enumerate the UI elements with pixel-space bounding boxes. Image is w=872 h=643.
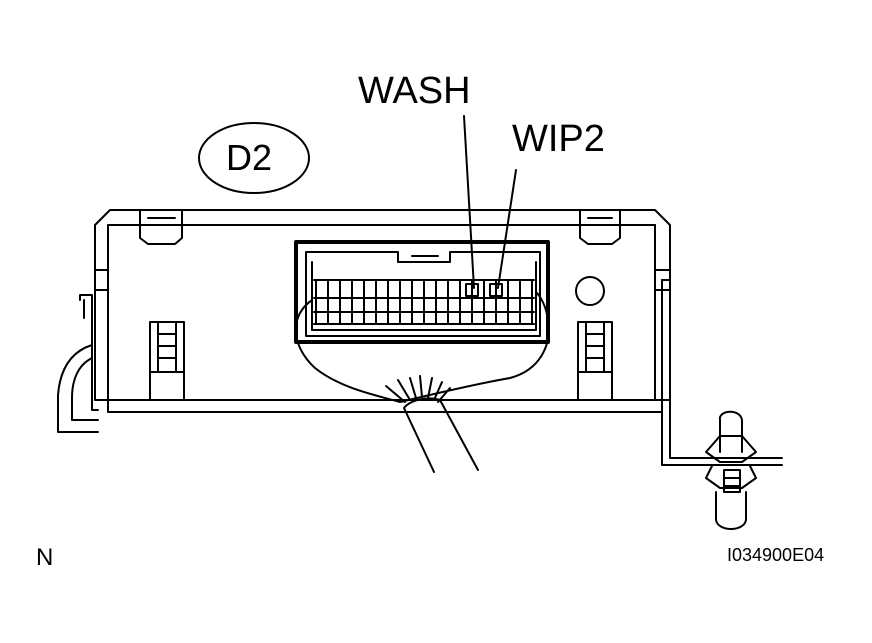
push-clip: [705, 410, 757, 530]
connector-id-label: D2: [226, 137, 273, 178]
left-bracket: [79, 294, 99, 411]
right-latch: [577, 321, 613, 401]
left-wire: [57, 344, 99, 433]
connector-shell: [294, 240, 550, 344]
wash-label: WASH: [358, 70, 471, 112]
wash-leader-line: [463, 115, 475, 289]
wash-pin: [465, 283, 479, 297]
wip2-pin: [489, 283, 503, 297]
figure-code: I034900E04: [727, 545, 825, 565]
wip2-leader-line: [497, 169, 517, 289]
wire-bundle: [385, 375, 479, 473]
corner-letter: N: [36, 544, 54, 571]
mounting-hole: [575, 276, 605, 306]
wip2-label: WIP2: [512, 118, 605, 160]
harness-loom: [294, 291, 550, 403]
connector-terminals: [315, 279, 533, 325]
left-latch: [149, 321, 185, 401]
connector-id-ellipse: [198, 122, 310, 194]
right-bracket: [661, 279, 783, 466]
